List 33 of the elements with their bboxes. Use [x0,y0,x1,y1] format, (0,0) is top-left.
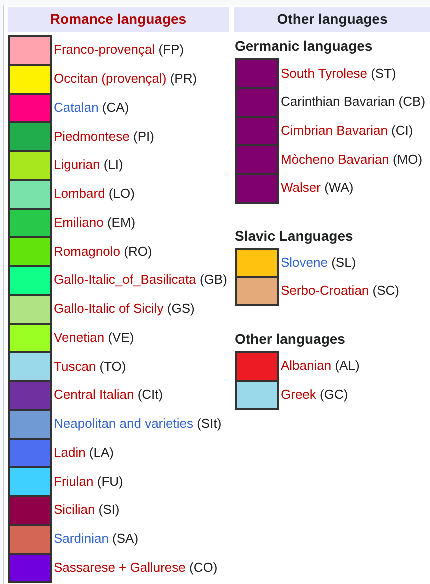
legend-label: Ladin (LA) [54,444,114,461]
legend-label: Romagnolo (RO) [54,244,152,260]
group-heading: Other languages [235,331,346,348]
legend-label: Tuscan (TO) [54,358,126,375]
legend-label: Ligurian (LI) [54,157,124,174]
legend-label: Sardinian (SA) [54,531,139,548]
legend-label: Carinthian Bavarian (CB) [281,94,426,110]
legend-label: Catalan (CA) [54,100,130,116]
group-heading: Slavic Languages [235,228,354,245]
legend-label: Sicilian (SI) [54,502,120,518]
legend-label: Mòcheno Bavarian (MO) [281,152,423,168]
column-header: Other languages [234,7,430,32]
legend-label: Piedmontese (PI) [54,128,154,145]
legend-label: Walser (WA) [281,180,354,196]
legend-label: Neapolitan and varieties (SIt) [54,416,222,432]
legend-label: Cimbrian Bavarian (CI) [281,123,414,140]
legend-label: Sassarese + Gallurese (CO) [54,560,218,576]
legend-label: South Tyrolese (ST) [281,66,396,82]
legend-label: Gallo-Italic_of_Basilicata (GB) [54,272,228,288]
legend-label: Greek (GC) [281,386,348,403]
column-header: Romance languages [8,7,229,32]
legend-label: Gallo-Italic of Sicily (GS) [54,301,195,318]
group-heading: Germanic languages [235,38,373,55]
legend-label: Friulan (FU) [54,474,124,490]
legend-label: Emiliano (EM) [54,214,136,231]
legend-label: Franco-provençal (FP) [54,42,184,58]
legend-label: Lombard (LO) [54,186,135,202]
legend-label: Occitan (provençal) (PR) [54,71,198,88]
legend-label: Slovene (SL) [281,255,356,272]
legend-label: Albanian (AL) [281,358,360,374]
legend-label: Venetian (VE) [54,330,134,346]
legend-label: Central Italian (CIt) [54,387,164,404]
legend-label: Serbo-Croatian (SC) [281,283,400,300]
